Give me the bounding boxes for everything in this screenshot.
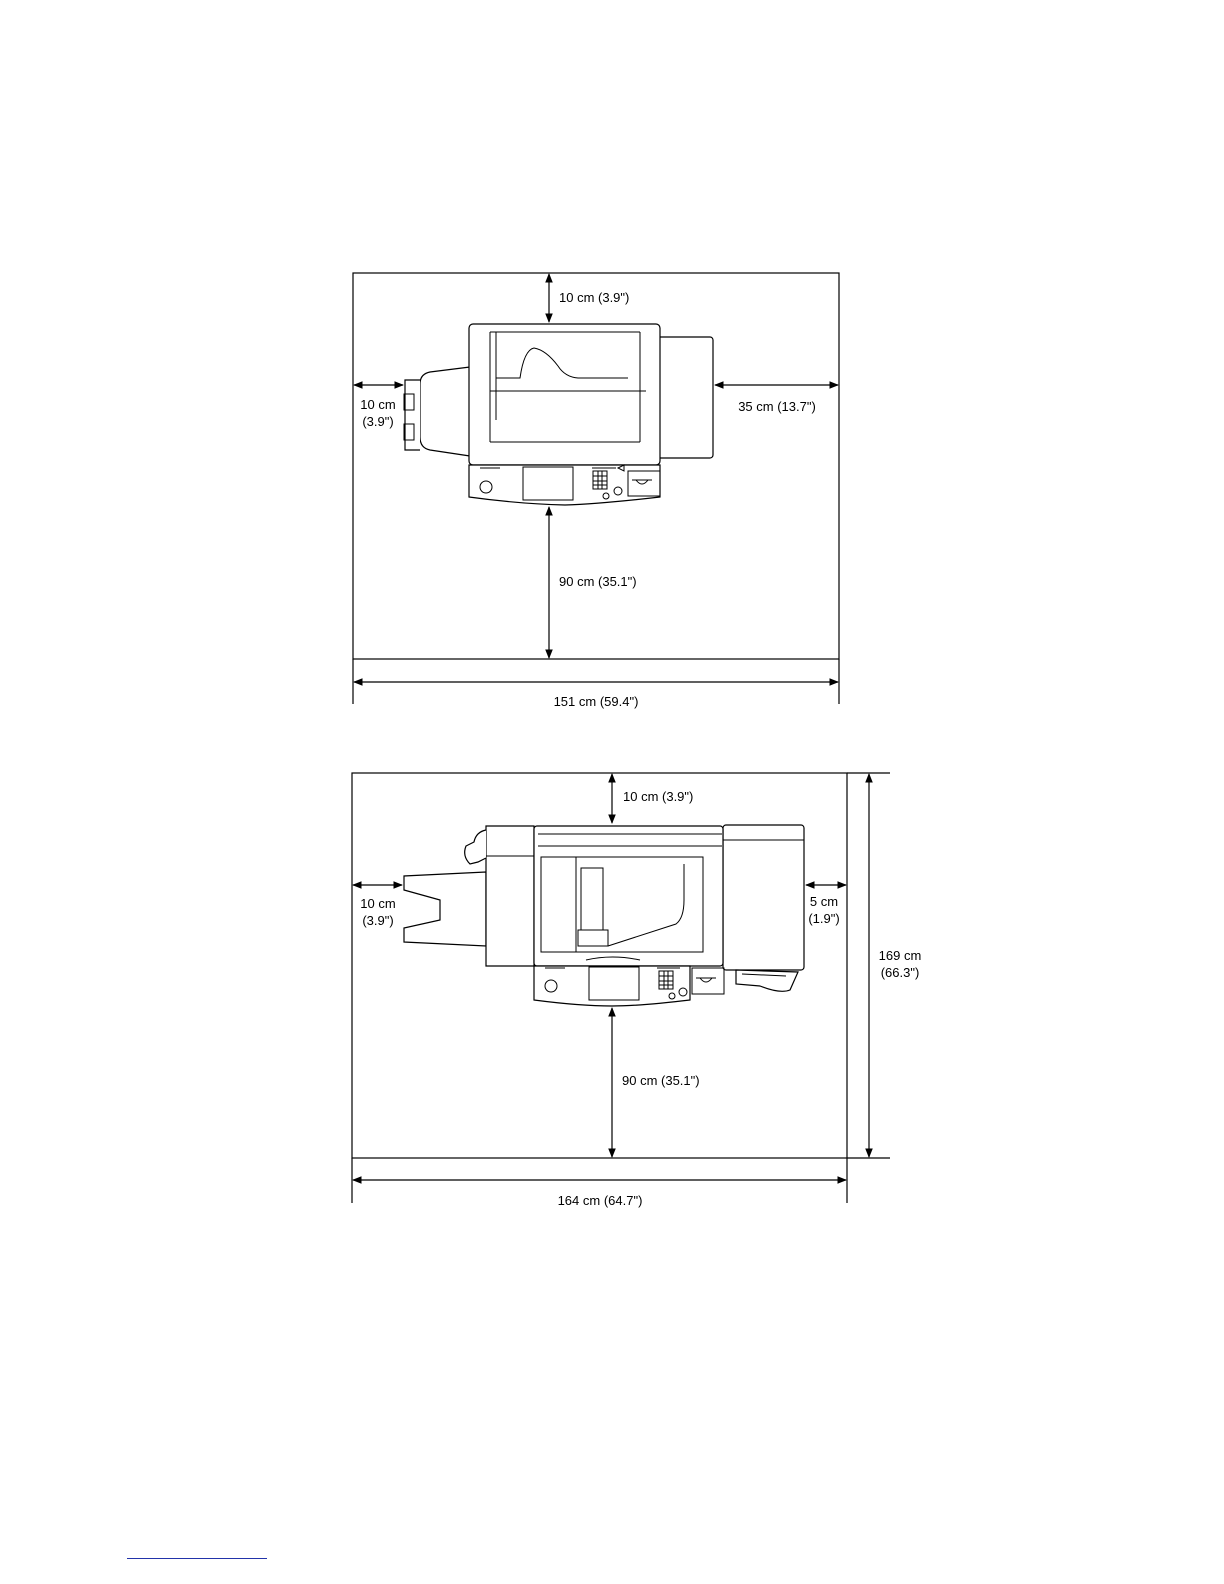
figure-2-total-width-label: 164 cm (64.7") xyxy=(558,1193,643,1208)
figure-1-right-clearance-label: 35 cm (13.7") xyxy=(738,399,816,414)
figure-2-total-depth-label-1: 169 cm xyxy=(879,948,922,963)
figure-1-top-clearance-label: 10 cm (3.9") xyxy=(559,290,629,305)
figure-1-total-width-label: 151 cm (59.4") xyxy=(554,694,639,709)
footer-rule xyxy=(127,1558,267,1559)
figure-2-copier-top-view xyxy=(404,825,804,1006)
figure-2-front-clearance-label: 90 cm (35.1") xyxy=(622,1073,700,1088)
figure-2-clearance: 10 cm (3.9") 10 cm (3.9") 5 cm (1.9") 90… xyxy=(352,773,921,1208)
figure-2-right-clearance-label-1: 5 cm xyxy=(810,894,838,909)
figure-1-front-clearance-label: 90 cm (35.1") xyxy=(559,574,637,589)
figure-1-clearance: 10 cm (3.9") 10 cm (3.9") 35 cm (13.7") … xyxy=(353,273,839,709)
figure-2-total-depth-label-2: (66.3") xyxy=(881,965,920,980)
figure-2-left-clearance-label-1: 10 cm xyxy=(360,896,395,911)
figure-2-right-clearance-label-2: (1.9") xyxy=(808,911,839,926)
figure-1-left-clearance-label-2: (3.9") xyxy=(362,414,393,429)
figure-1-left-clearance-label-1: 10 cm xyxy=(360,397,395,412)
figure-1-copier-top-view xyxy=(404,324,713,505)
figure-2-left-clearance-label-2: (3.9") xyxy=(362,913,393,928)
figure-2-top-clearance-label: 10 cm (3.9") xyxy=(623,789,693,804)
